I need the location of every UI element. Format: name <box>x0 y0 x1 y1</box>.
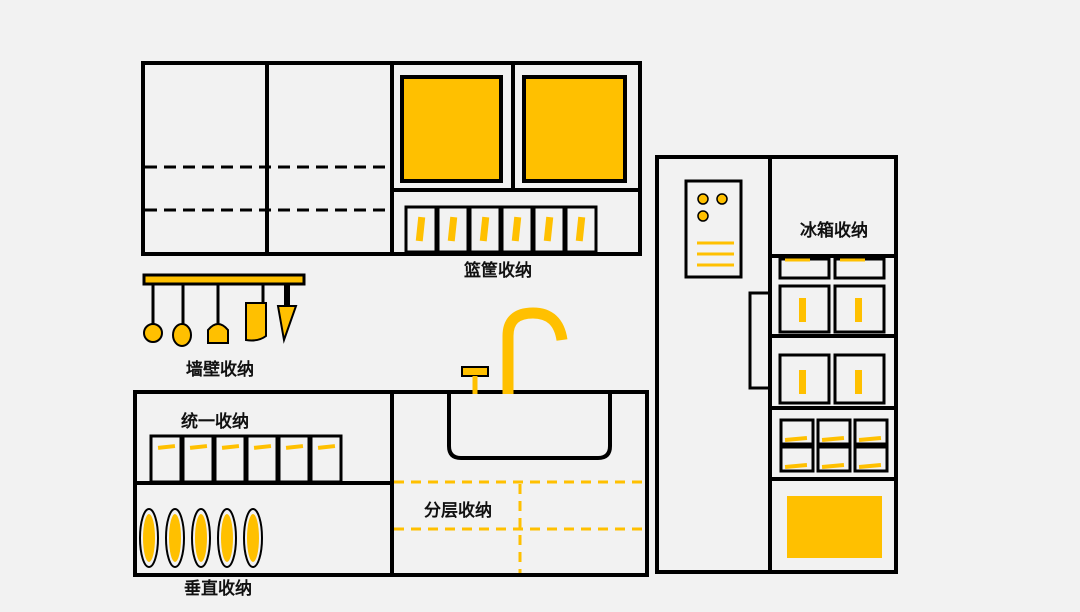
basket-item <box>532 205 566 254</box>
basket-item <box>436 205 470 254</box>
ladle-icon <box>172 323 192 347</box>
layered-shelves <box>394 480 645 573</box>
sink-basin <box>447 394 612 460</box>
dish-rack-icon <box>139 508 263 568</box>
fridge-control-panel <box>684 179 743 279</box>
fridge-small-container <box>816 445 852 473</box>
fridge-small-container <box>779 418 815 446</box>
storage-box <box>245 434 279 484</box>
storage-box <box>181 434 215 484</box>
label-vertical-storage: 垂直收纳 <box>184 578 252 599</box>
basket-item <box>468 205 502 254</box>
label-wall-storage: 墙壁收纳 <box>186 359 254 380</box>
storage-box <box>149 434 183 484</box>
ladle-icon <box>143 323 163 343</box>
faucet <box>502 307 568 394</box>
sink-faucet-icon <box>447 307 612 460</box>
storage-box <box>309 434 343 484</box>
basket-item <box>404 205 438 254</box>
storage-box <box>277 434 311 484</box>
label-fridge-storage: 冰箱收纳 <box>800 220 868 241</box>
spatula-icon <box>207 323 229 344</box>
cabinet-glass-panel <box>522 75 627 183</box>
fridge-crisper-drawer <box>787 496 882 558</box>
fridge-frame <box>655 155 898 574</box>
control-knob-icon <box>697 193 709 205</box>
control-knob-icon <box>716 193 728 205</box>
knife-icon <box>276 305 298 344</box>
basket-item <box>500 205 534 254</box>
unified-storage-boxes <box>149 434 343 484</box>
cleaver-icon <box>245 302 267 342</box>
fridge-door-handle <box>748 291 772 390</box>
control-knob-icon <box>697 210 709 222</box>
upper-cabinet <box>141 61 642 256</box>
basket-item <box>564 205 598 254</box>
storage-box <box>213 434 247 484</box>
faucet-handle <box>461 366 489 377</box>
cabinet-glass-panel <box>400 75 503 183</box>
label-layered-storage: 分层收纳 <box>424 500 492 521</box>
fridge-small-container <box>853 418 889 446</box>
wall-rail-bar <box>142 273 306 286</box>
fridge-small-container <box>816 418 852 446</box>
label-basket-storage: 篮筐收纳 <box>463 260 532 281</box>
storage-basket-icon <box>404 205 598 254</box>
label-unified-storage: 统一收纳 <box>181 411 249 432</box>
fridge-small-container <box>779 445 815 473</box>
refrigerator-icon <box>655 155 898 574</box>
utensil-rail-icon <box>142 273 306 347</box>
fridge-small-container <box>853 445 889 473</box>
